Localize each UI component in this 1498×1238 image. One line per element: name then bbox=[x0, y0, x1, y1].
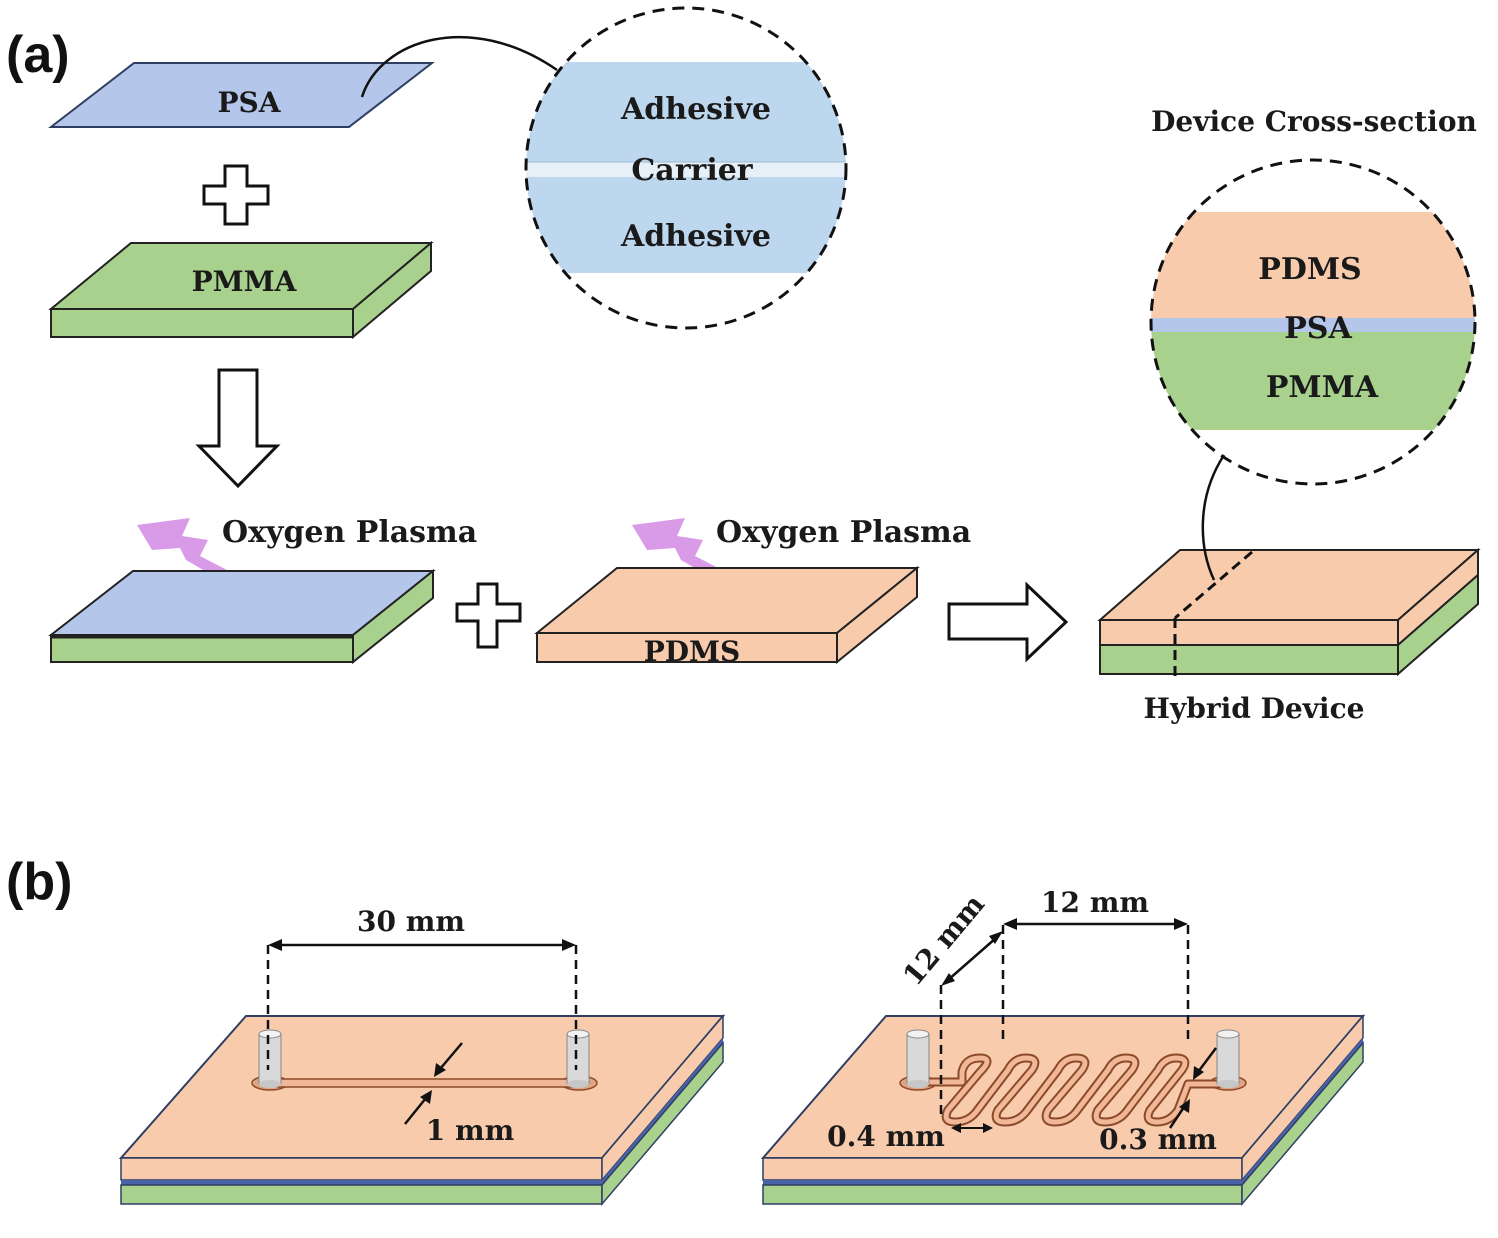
width-1mm-label: 1 mm bbox=[426, 1114, 514, 1147]
width-0-3mm-label: 0.3 mm bbox=[1099, 1123, 1217, 1156]
cross-section-circle: PDMS PSA PMMA bbox=[1149, 158, 1477, 486]
pdms-slab: PDMS bbox=[534, 565, 920, 668]
depth-12mm-label: 12 mm bbox=[896, 888, 991, 992]
pdms-label: PDMS bbox=[644, 635, 741, 668]
psa-label: PSA bbox=[218, 86, 282, 119]
serpentine-channel-chip bbox=[760, 918, 1366, 1207]
right-arrow-icon bbox=[947, 581, 1069, 663]
cross-section-pdms: PDMS bbox=[1258, 252, 1361, 287]
psa-zoom-circle: Adhesive Carrier Adhesive bbox=[524, 6, 848, 330]
zoom-adhesive-top: Adhesive bbox=[620, 92, 771, 127]
hybrid-device bbox=[1097, 454, 1481, 677]
cross-section-pmma: PMMA bbox=[1266, 370, 1379, 405]
length-30mm-label: 30 mm bbox=[357, 905, 465, 938]
oxygen-plasma-label-1: Oxygen Plasma bbox=[222, 515, 477, 550]
zoom-adhesive-bottom: Adhesive bbox=[620, 219, 771, 254]
pmma-slab: PMMA bbox=[48, 240, 434, 340]
straight-channel-chip bbox=[118, 939, 726, 1207]
plasma-bolt-icon-2 bbox=[632, 518, 751, 585]
zoom-carrier: Carrier bbox=[631, 153, 753, 188]
plus-icon bbox=[202, 164, 270, 226]
panel-a-label: (a) bbox=[6, 26, 70, 84]
oxygen-plasma-label-2: Oxygen Plasma bbox=[716, 515, 971, 550]
plus-icon-2 bbox=[455, 582, 522, 649]
psa-pmma-slab bbox=[48, 568, 436, 665]
pmma-label: PMMA bbox=[192, 265, 298, 298]
psa-sheet: PSA bbox=[48, 62, 435, 128]
cross-section-title: Device Cross-section bbox=[1151, 105, 1477, 138]
cross-section-psa: PSA bbox=[1284, 311, 1352, 346]
hybrid-device-label: Hybrid Device bbox=[1144, 692, 1365, 725]
length-12mm-label: 12 mm bbox=[1041, 886, 1149, 919]
down-arrow-icon bbox=[195, 368, 281, 489]
panel-b-label: (b) bbox=[6, 853, 72, 911]
zoom-connector bbox=[360, 36, 558, 98]
width-0-4mm-label: 0.4 mm bbox=[827, 1120, 945, 1153]
plasma-bolt-icon bbox=[137, 518, 256, 585]
